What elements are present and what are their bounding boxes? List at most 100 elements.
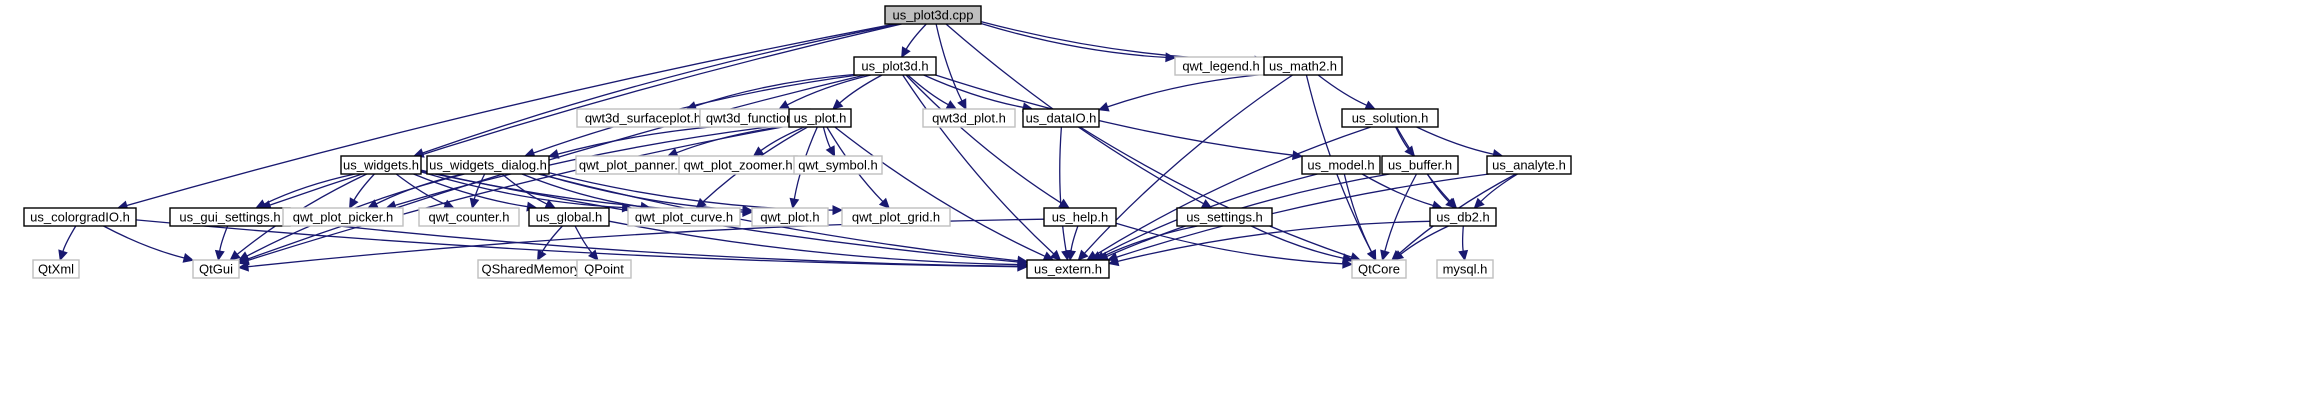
edge-us_plot3d_cpp-to-us_plot3d_h <box>901 23 927 59</box>
edge-line <box>905 23 927 50</box>
node-box <box>1381 155 1459 175</box>
edge-line <box>1115 222 1344 265</box>
edge-line <box>1059 126 1067 252</box>
edge-arrowhead <box>229 250 241 261</box>
node-us_solution_h[interactable]: us_solution.h <box>1341 108 1439 128</box>
node-label: qwt3d_plot.h <box>932 111 1006 126</box>
edge-line <box>839 74 883 104</box>
node-box <box>1351 259 1407 279</box>
edge-us_global_h-to-QSharedMemory <box>537 225 563 262</box>
node-label: qwt_symbol.h <box>798 158 877 173</box>
edge-arrowhead <box>587 249 599 261</box>
node-us_model_h[interactable]: us_model.h <box>1301 155 1381 175</box>
edge-arrowhead <box>1391 249 1403 261</box>
node-box <box>1486 155 1572 175</box>
edge-arrowhead <box>537 249 547 262</box>
edge-arrowhead <box>825 145 836 158</box>
node-box <box>1026 259 1110 279</box>
edge-line <box>907 74 949 106</box>
edge-arrowhead <box>1458 249 1469 262</box>
node-label: us_extern.h <box>1034 262 1102 277</box>
edge-arrowhead <box>182 253 195 263</box>
edge-arrowhead <box>1017 255 1029 266</box>
edge-line <box>353 173 375 201</box>
node-us_help_h[interactable]: us_help.h <box>1043 207 1117 227</box>
node-label: qwt_plot_picker.h <box>293 210 393 225</box>
edge-us_plot_h-to-qwt_plot_panner_h <box>666 125 790 158</box>
edge-arrowhead <box>349 197 359 210</box>
node-qwt_legend_h: qwt_legend.h <box>1174 56 1268 76</box>
node-us_global_h[interactable]: us_global.h <box>528 207 610 227</box>
node-us_plot3d_cpp[interactable]: us_plot3d.cpp <box>884 5 982 25</box>
node-us_analyte_h[interactable]: us_analyte.h <box>1486 155 1572 175</box>
node-box <box>23 207 137 227</box>
edge-us_plot3d_h-to-us_dataIO_h <box>923 74 1034 113</box>
edge-arrowhead <box>1077 249 1089 261</box>
node-box <box>426 155 550 175</box>
edge-line <box>1416 126 1494 155</box>
node-qwt_plot_curve_h: qwt_plot_curve.h <box>627 207 741 227</box>
edge-us_plot3d_h-to-qwt3d_surfaceplot_h <box>685 73 855 111</box>
edge-line <box>1117 220 1431 263</box>
edge-line <box>521 173 642 208</box>
node-label: qwt3d_function.h <box>706 111 804 126</box>
edge-arrowhead <box>1404 145 1416 157</box>
node-us_gui_settings_h[interactable]: us_gui_settings.h <box>169 207 291 227</box>
node-qwt_plot_grid_h: qwt_plot_grid.h <box>841 207 951 227</box>
node-label: qwt3d_surfaceplot.h <box>585 111 701 126</box>
node-us_plot_h[interactable]: us_plot.h <box>788 108 852 128</box>
node-box <box>751 207 829 227</box>
edge-us_plot3d_h-to-us_help_h <box>905 74 1071 209</box>
edge-us_plot3d_cpp-to-us_widgets_h <box>412 23 901 158</box>
node-us_plot3d_h[interactable]: us_plot3d.h <box>853 56 937 76</box>
node-qwt_plot_picker_h: qwt_plot_picker.h <box>282 207 404 227</box>
node-us_math2_h[interactable]: us_math2.h <box>1263 56 1343 76</box>
edge-line <box>289 220 1019 267</box>
node-us_dataIO_h[interactable]: us_dataIO.h <box>1022 108 1100 128</box>
node-label: us_settings.h <box>1186 210 1263 225</box>
edge-line <box>126 23 896 207</box>
edge-us_global_h-to-QPoint <box>574 225 599 261</box>
edge-arrowhead <box>1341 253 1354 263</box>
edge-us_colorgradIO_h-to-QtXml <box>58 225 77 262</box>
node-us_widgets_dialog_h[interactable]: us_widgets_dialog.h <box>426 155 550 175</box>
node-label: qwt_plot.h <box>760 210 819 225</box>
edge-arrowhead <box>58 249 68 262</box>
edge-arrowhead <box>1086 250 1098 261</box>
node-qwt_plot_h: qwt_plot.h <box>751 207 829 227</box>
edge-us_plot_h-to-qwt_symbol_h <box>822 126 836 158</box>
node-QtGui: QtGui <box>192 259 240 279</box>
node-label: QSharedMemory <box>482 262 581 277</box>
edge-us_help_h-to-us_extern_h <box>1066 225 1079 262</box>
edge-us_math2_h-to-us_extern_h <box>1077 74 1293 261</box>
edge-arrowhead <box>1050 249 1062 261</box>
node-us_settings_h[interactable]: us_settings.h <box>1176 207 1273 227</box>
edge-line <box>269 23 902 206</box>
node-us_extern_h[interactable]: us_extern.h <box>1026 259 1110 279</box>
edge-line <box>905 74 1062 204</box>
node-us_colorgradIO_h[interactable]: us_colorgradIO.h <box>23 207 137 227</box>
edge-line <box>247 74 866 260</box>
edge-us_plot_h-to-us_widgets_dialog_h <box>547 121 790 159</box>
edge-line <box>1461 225 1464 252</box>
edge-us_settings_h-to-QtCore <box>1250 225 1354 263</box>
edge-arrowhead <box>1165 52 1177 63</box>
edge-line <box>935 23 963 102</box>
node-us_widgets_h[interactable]: us_widgets.h <box>340 155 422 175</box>
edge-arrowhead <box>789 197 800 210</box>
node-box <box>841 207 951 227</box>
node-label: us_analyte.h <box>1492 158 1566 173</box>
edge-us_plot3d_h-to-us_widgets_dialog_h <box>523 74 859 158</box>
node-box <box>192 259 240 279</box>
edge-us_math2_h-to-us_solution_h <box>1317 74 1376 110</box>
node-label: us_solution.h <box>1352 111 1429 126</box>
node-us_buffer_h[interactable]: us_buffer.h <box>1381 155 1459 175</box>
node-box <box>528 207 610 227</box>
edge-arrowhead <box>945 100 958 110</box>
node-us_db2_h[interactable]: us_db2.h <box>1429 207 1497 227</box>
node-label: us_model.h <box>1307 158 1374 173</box>
node-label: us_widgets_dialog.h <box>429 158 547 173</box>
node-label: QPoint <box>584 262 624 277</box>
edge-us_analyte_h-to-us_extern_h <box>1106 173 1490 262</box>
